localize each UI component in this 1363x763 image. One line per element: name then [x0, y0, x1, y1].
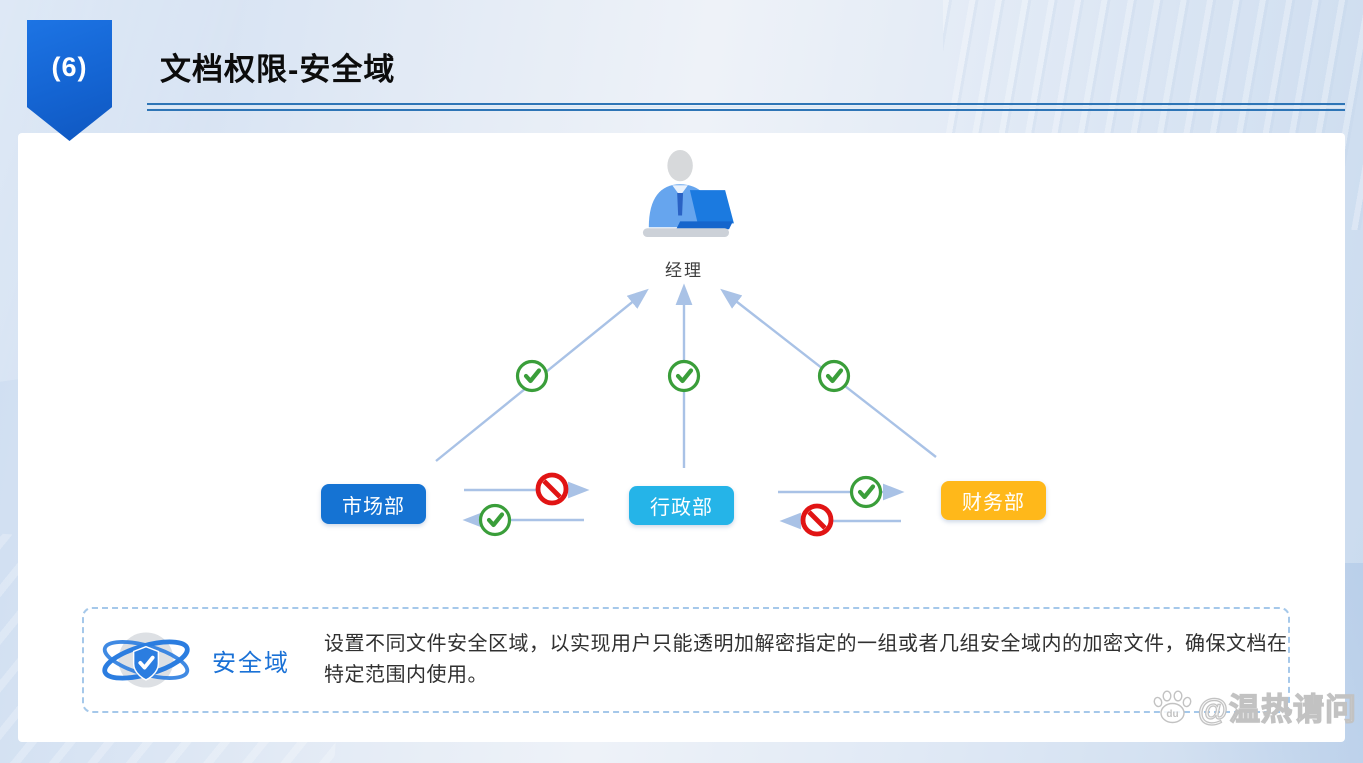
baidu-paw-icon: du	[1153, 689, 1192, 723]
security-domain-label: 安全域	[212, 649, 290, 677]
slide-number-badge: (6)	[27, 20, 112, 141]
manager-icon	[642, 149, 734, 238]
page-title: 文档权限-安全域	[160, 52, 396, 87]
dept-label: 财务部	[962, 492, 1025, 514]
svg-text:du: du	[1166, 709, 1178, 720]
security-domain-info-box: 安全域 设置不同文件安全区域，以实现用户只能透明加解密指定的一组或者几组安全域内…	[82, 607, 1290, 713]
dept-box-finance: 财务部	[941, 481, 1046, 520]
dept-box-market: 市场部	[321, 484, 426, 524]
watermark-text: @温热请问	[1197, 691, 1357, 727]
title-divider	[147, 103, 1345, 111]
security-domain-icon	[102, 632, 190, 688]
watermark: du @温热请问	[1152, 684, 1357, 729]
dept-label: 行政部	[650, 497, 713, 519]
manager-label: 经理	[665, 261, 703, 280]
slide-number-text: (6)	[51, 52, 88, 82]
security-domain-description: 设置不同文件安全区域，以实现用户只能透明加解密指定的一组或者几组安全域内的加密文…	[324, 633, 1288, 686]
dept-label: 市场部	[342, 495, 405, 518]
dept-box-admin: 行政部	[629, 486, 734, 525]
